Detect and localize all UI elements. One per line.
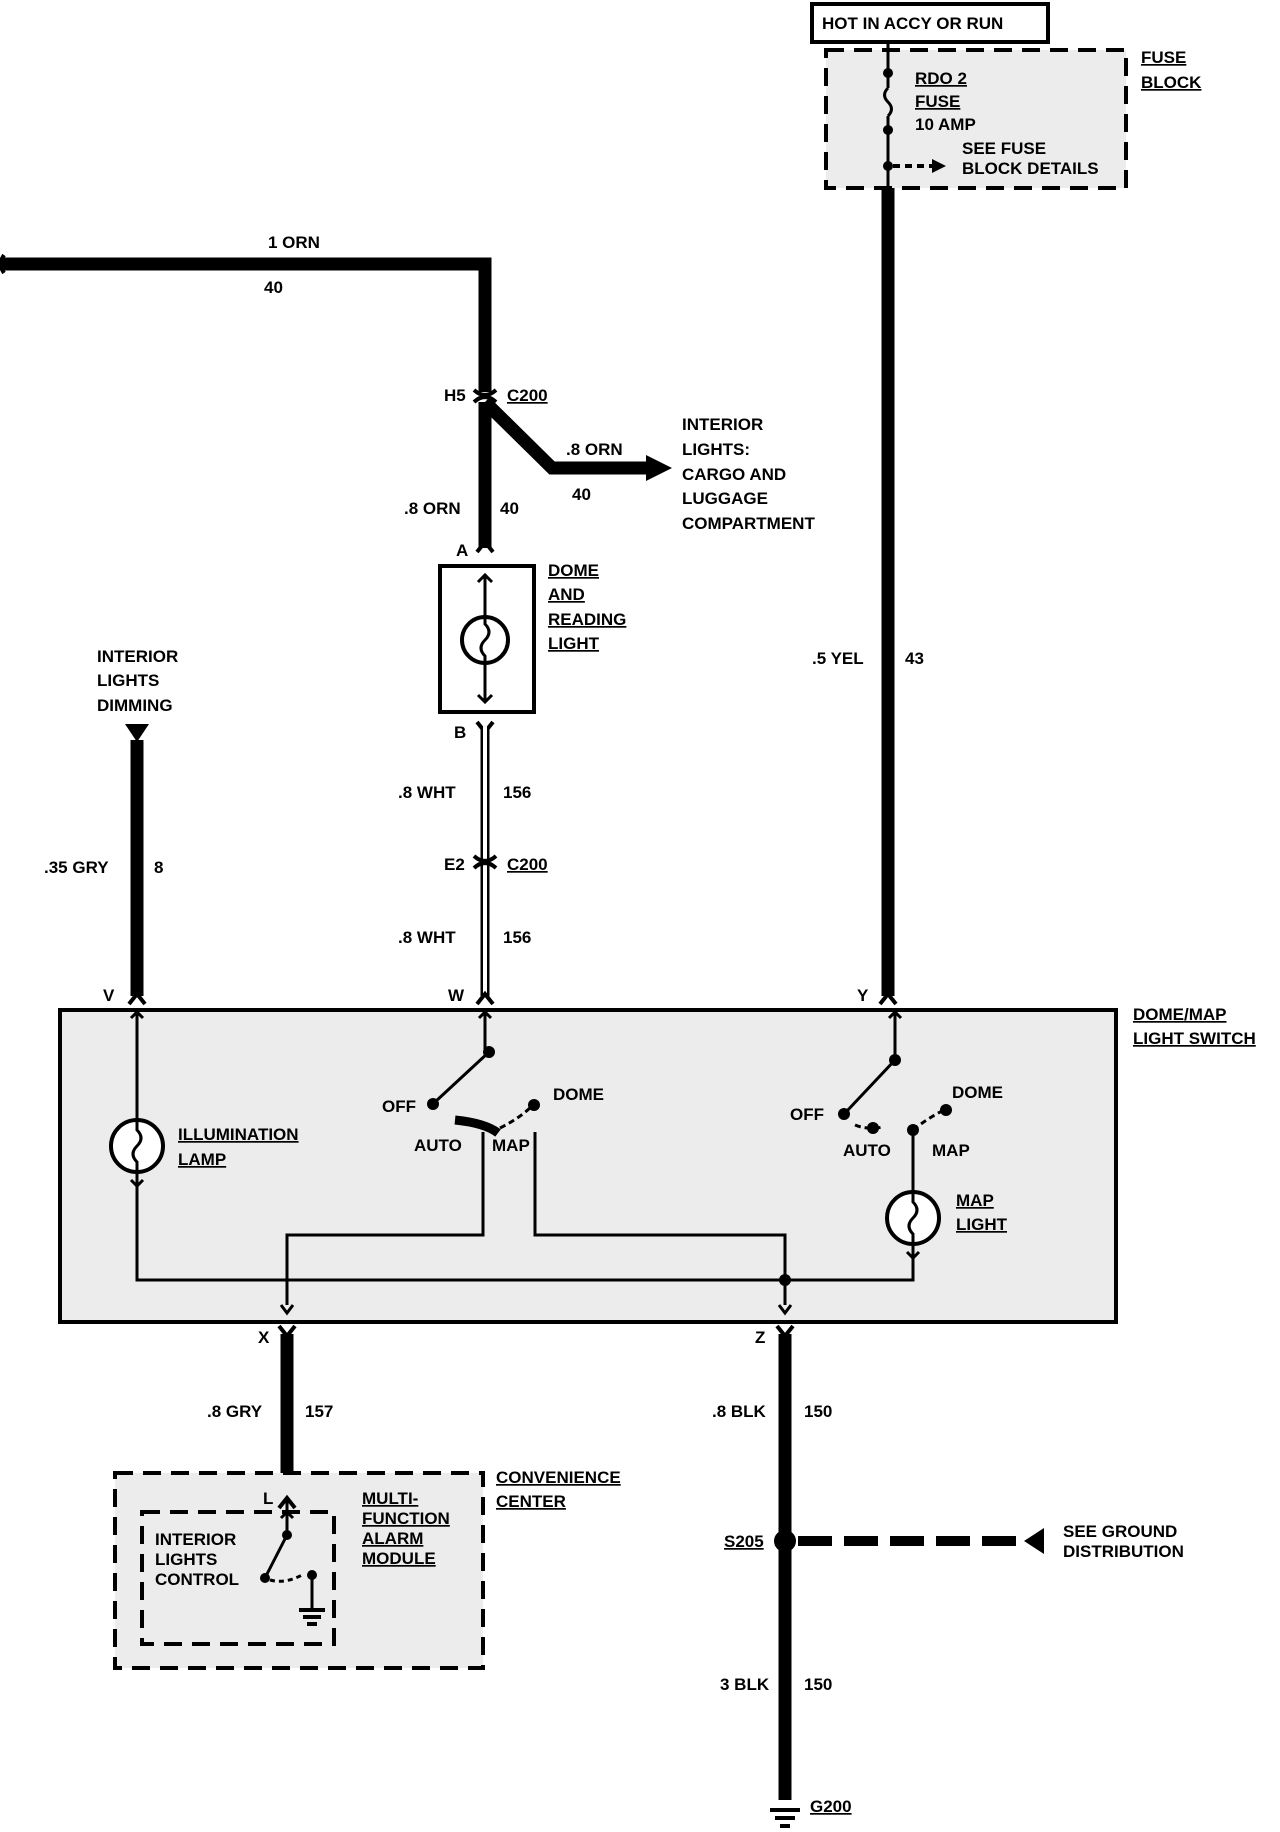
component-mfam-2: FUNCTION — [362, 1509, 450, 1528]
wire-circuit-wht-lower: 156 — [503, 928, 531, 947]
switch-right-map: MAP — [932, 1141, 970, 1160]
dest-ground-distribution-2: DISTRIBUTION — [1063, 1542, 1184, 1561]
component-illumination-lamp-2: LAMP — [178, 1150, 226, 1169]
arrow-icon — [125, 724, 149, 742]
arrow-icon — [646, 455, 672, 481]
fuse-name-2: FUSE — [915, 92, 960, 111]
dest-interior-lights-4: LUGGAGE — [682, 489, 768, 508]
fuse-details: SEE FUSE — [962, 139, 1046, 158]
component-dome-light-2: AND — [548, 585, 585, 604]
fuse-block-label: FUSE — [1141, 48, 1186, 67]
convenience-center-box — [113, 1471, 485, 1670]
switch-lever-right — [844, 1058, 897, 1114]
wire-circuit-orn-top: 40 — [264, 278, 283, 297]
switch-lever-left — [433, 1050, 491, 1104]
dest-dimming-2: LIGHTS — [97, 671, 159, 690]
component-mfam-4: MODULE — [362, 1549, 436, 1568]
pin-b: B — [454, 723, 466, 742]
connector-h5: H5 — [444, 386, 466, 405]
splice-s205-icon — [774, 1530, 796, 1552]
wire-circuit-gry-out: 157 — [305, 1402, 333, 1421]
fuse-block — [824, 40, 1128, 195]
wire-label-wht-lower: .8 WHT — [398, 928, 456, 947]
dest-interior-lights-2: LIGHTS: — [682, 440, 750, 459]
wire-circuit-gry-dim: 8 — [154, 858, 163, 877]
dest-interior-lights-3: CARGO AND — [682, 465, 786, 484]
switch-right-auto: AUTO — [843, 1141, 891, 1160]
switch-right-off: OFF — [790, 1105, 824, 1124]
ground-g200-icon — [770, 1808, 800, 1828]
connector-c200-top: C200 — [507, 386, 548, 405]
component-mfam: MULTI- — [362, 1489, 418, 1508]
interior-lights-control-box — [140, 1510, 336, 1646]
wire-break-icon — [0, 253, 6, 275]
wire-label-yel: .5 YEL — [812, 649, 864, 668]
wire-orn-40-top — [0, 257, 492, 392]
wire-label-blk-upper: .8 BLK — [712, 1402, 767, 1421]
ground-icon — [299, 1608, 325, 1626]
component-interior-lights-control-3: CONTROL — [155, 1570, 239, 1589]
ground-g200: G200 — [810, 1797, 852, 1816]
switch-left-dome: DOME — [553, 1085, 604, 1104]
wire-circuit-yel: 43 — [905, 649, 924, 668]
wire-label-gry-out: .8 GRY — [207, 1402, 263, 1421]
fuse-icon — [883, 86, 893, 118]
pin-w: W — [448, 986, 465, 1005]
wire-label-orn-dome: .8 ORN — [404, 499, 461, 518]
wire-label-orn-branch: .8 ORN — [566, 440, 623, 459]
fuse-rating: 10 AMP — [915, 115, 976, 134]
pin-v: V — [103, 986, 115, 1005]
pin-x: X — [258, 1328, 270, 1347]
component-switch: DOME/MAP — [1133, 1005, 1227, 1024]
switch-left-auto: AUTO — [414, 1136, 462, 1155]
dest-interior-lights-5: COMPARTMENT — [682, 514, 815, 533]
component-dome-light: DOME — [548, 561, 599, 580]
wire-label-blk-lower: 3 BLK — [720, 1675, 770, 1694]
wire-orn-40-branch — [480, 397, 650, 475]
fuse-block-label-2: BLOCK — [1141, 73, 1202, 92]
component-convenience-center: CONVENIENCE — [496, 1468, 621, 1487]
dest-interior-lights: INTERIOR — [682, 415, 763, 434]
component-illumination-lamp: ILLUMINATION — [178, 1125, 299, 1144]
switch-right-dome: DOME — [952, 1083, 1003, 1102]
dome-map-switch-box — [58, 1008, 1118, 1324]
wire-circuit-blk-lower: 150 — [804, 1675, 832, 1694]
wire-label-orn-top: 1 ORN — [268, 233, 320, 252]
component-convenience-center-2: CENTER — [496, 1492, 566, 1511]
splice-s205: S205 — [724, 1532, 764, 1551]
dest-ground-distribution: SEE GROUND — [1063, 1522, 1177, 1541]
component-mfam-3: ALARM — [362, 1529, 423, 1548]
component-interior-lights-control-2: LIGHTS — [155, 1550, 217, 1569]
switch-left-off: OFF — [382, 1097, 416, 1116]
fuse-name: RDO 2 — [915, 69, 967, 88]
component-switch-2: LIGHT SWITCH — [1133, 1029, 1256, 1048]
component-dome-light-3: READING — [548, 610, 626, 629]
dest-dimming: INTERIOR — [97, 647, 178, 666]
wire-circuit-wht-upper: 156 — [503, 783, 531, 802]
pin-z: Z — [755, 1328, 765, 1347]
connector-e2: E2 — [444, 855, 465, 874]
wire-circuit-orn-dome: 40 — [500, 499, 519, 518]
pin-a: A — [456, 541, 468, 560]
power-source-box — [810, 2, 1050, 44]
switch-left-map: MAP — [492, 1136, 530, 1155]
arrow-icon — [932, 159, 946, 173]
wire-label-wht-upper: .8 WHT — [398, 783, 456, 802]
wire-label-gry-dim: .35 GRY — [44, 858, 109, 877]
component-map-light: MAP — [956, 1191, 994, 1210]
connector-c200-bottom: C200 — [507, 855, 548, 874]
arrow-icon — [1024, 1528, 1044, 1554]
fuse-details-2: BLOCK DETAILS — [962, 159, 1099, 178]
pin-y: Y — [857, 986, 869, 1005]
power-source-label: HOT IN ACCY OR RUN — [822, 14, 1003, 33]
component-dome-light-4: LIGHT — [548, 634, 600, 653]
wire-circuit-orn-branch: 40 — [572, 485, 591, 504]
wire-circuit-blk-upper: 150 — [804, 1402, 832, 1421]
component-map-light-2: LIGHT — [956, 1215, 1008, 1234]
dome-light-box — [438, 564, 536, 714]
pin-l: L — [263, 1489, 273, 1508]
dest-dimming-3: DIMMING — [97, 696, 173, 715]
component-interior-lights-control: INTERIOR — [155, 1530, 236, 1549]
